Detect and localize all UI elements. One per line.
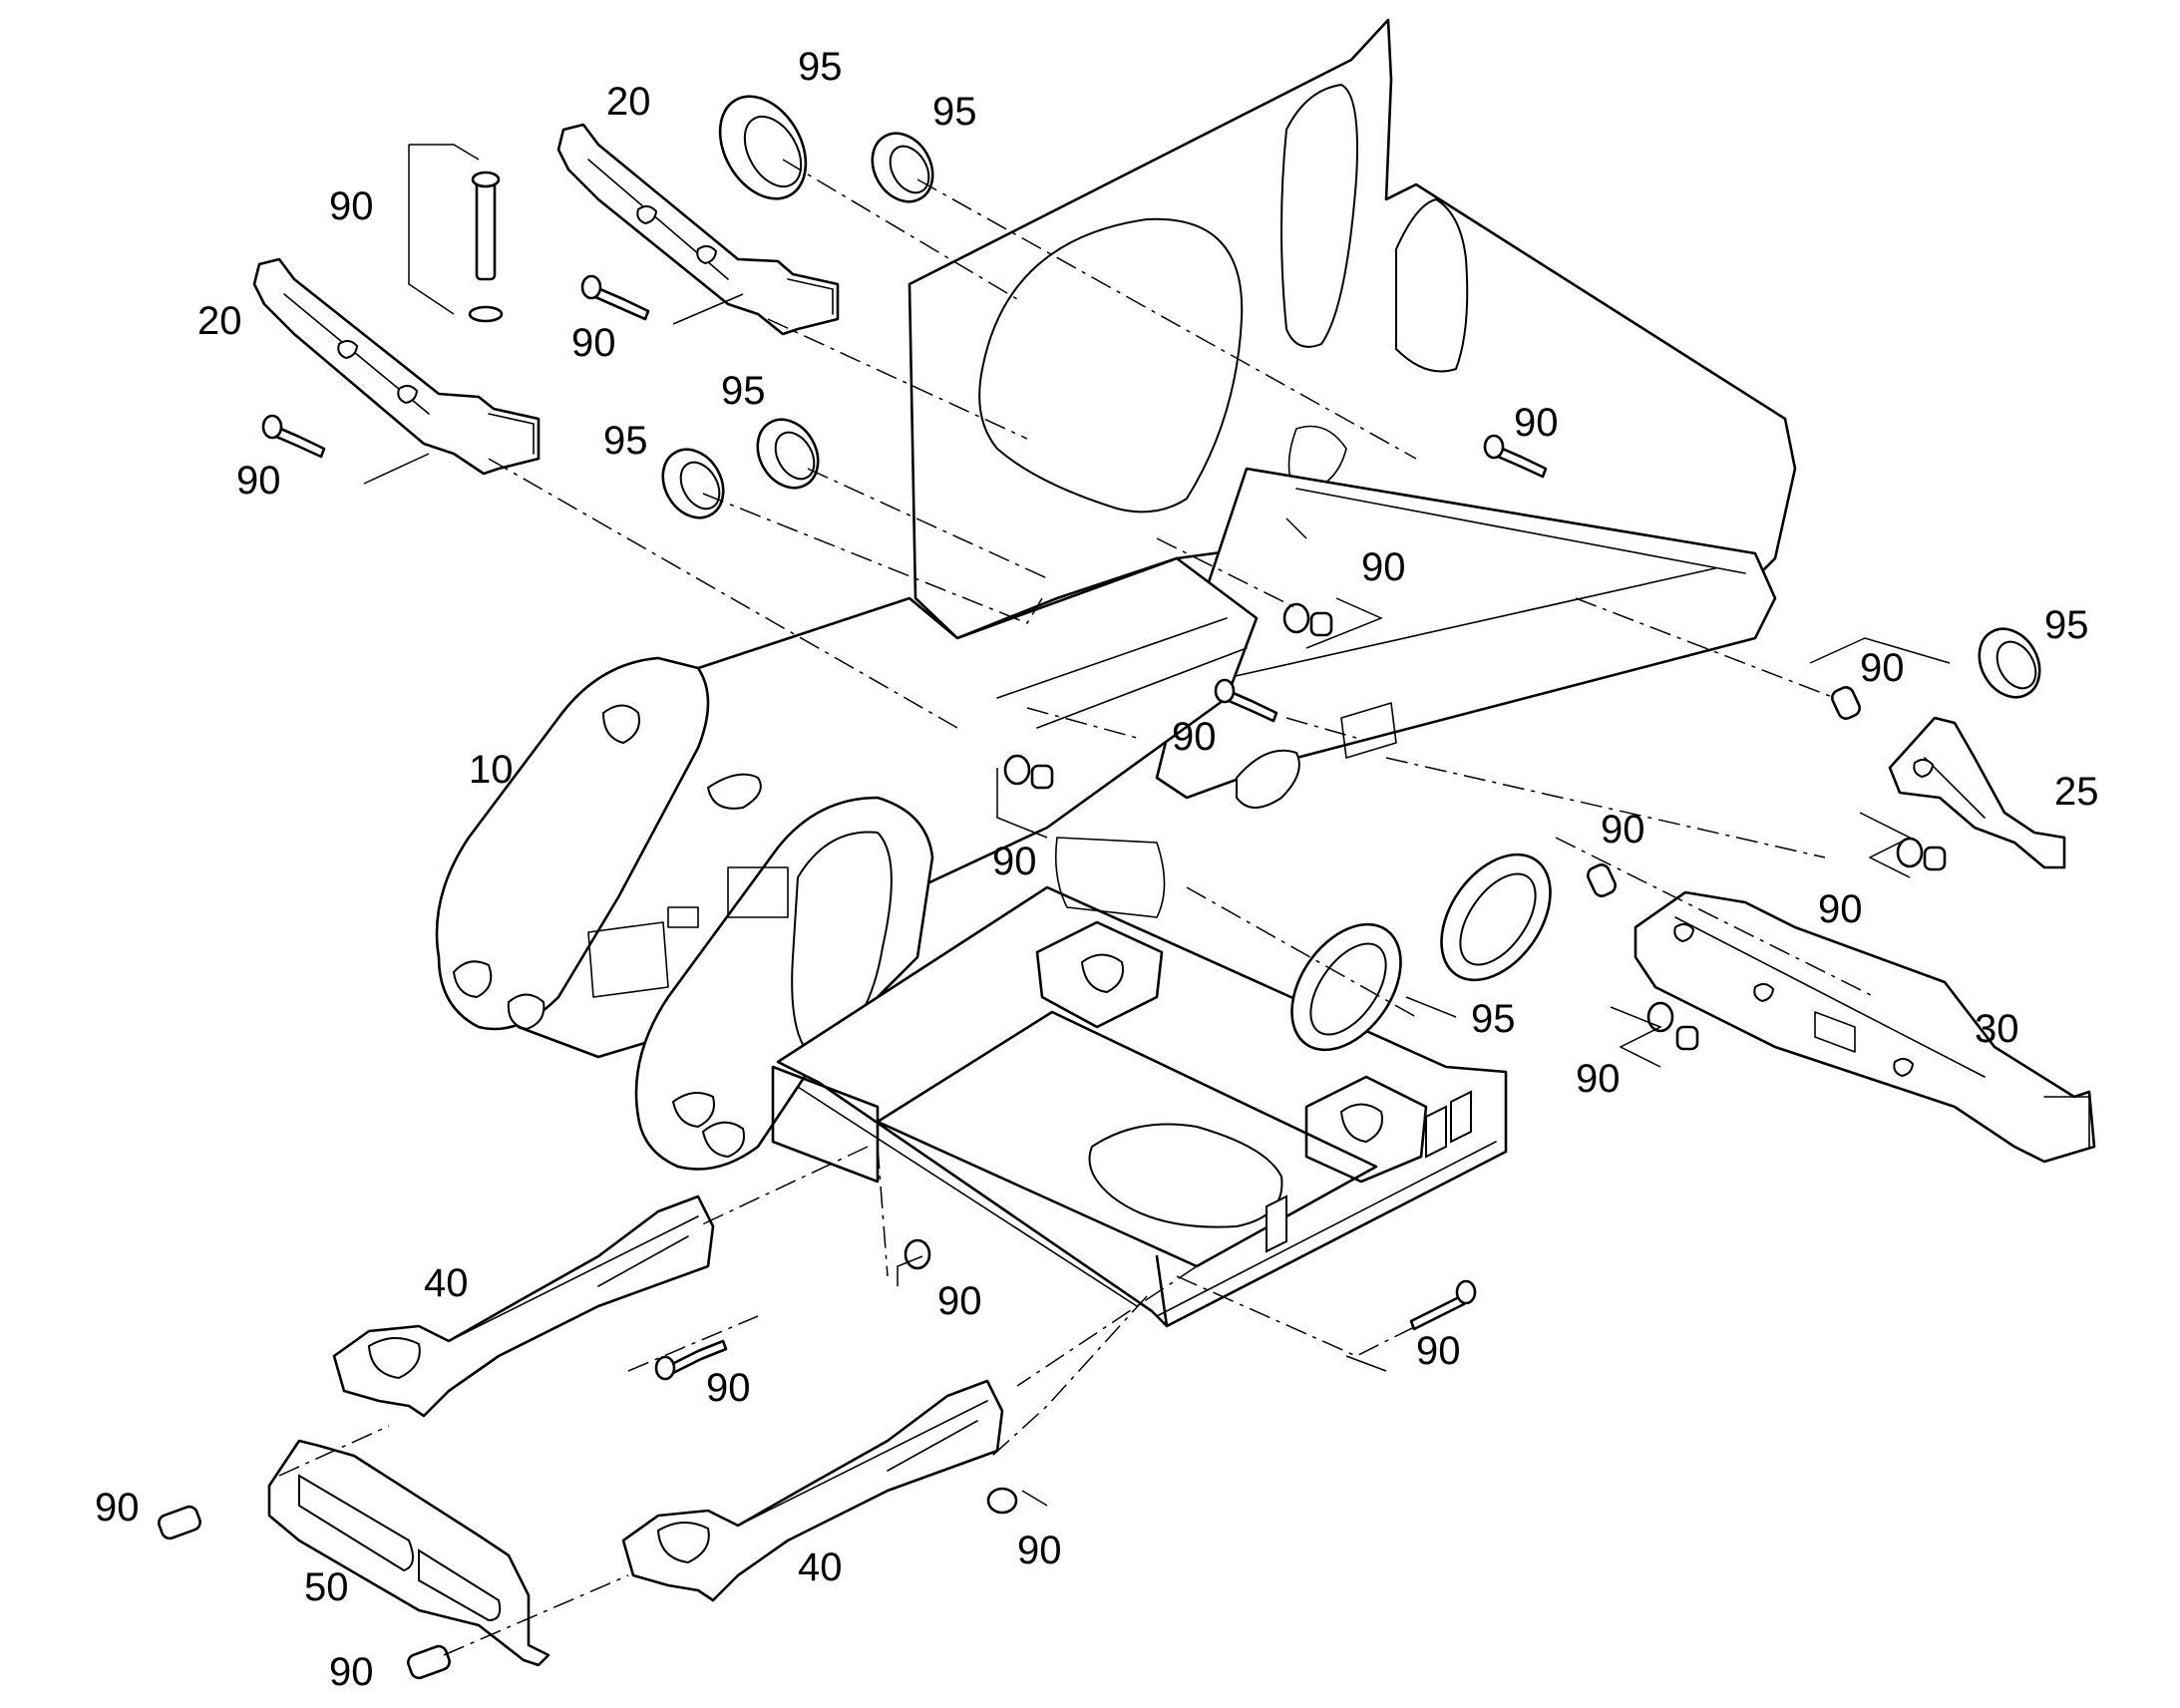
callout-90: 90 [571,321,616,365]
seal-rings [661,95,2041,1052]
callout-95: 95 [798,45,843,89]
bracket-25 [1888,716,2066,869]
vertical-bolt [468,171,504,323]
assembly-lines [278,159,1876,1656]
callout-90: 90 [1818,887,1863,931]
plate-50 [267,1439,550,1667]
callout-90: 90 [1172,715,1217,759]
lower-bracket-20 [252,257,541,476]
callout-50: 50 [304,1565,349,1609]
callout-95: 95 [2044,603,2089,647]
bolts [158,274,1947,1680]
callout-90: 90 [937,1279,982,1323]
upper-bracket-20 [556,123,840,336]
callout-95: 95 [721,369,766,413]
callout-90: 90 [329,1650,374,1694]
arm-40-lower [621,1379,1004,1602]
callout-90: 90 [1860,646,1905,690]
callout-90: 90 [1361,545,1406,589]
callout-90: 90 [95,1486,140,1530]
callout-40: 40 [798,1545,843,1589]
callout-10: 10 [469,748,514,792]
callout-90: 90 [1601,808,1645,852]
callout-90: 90 [1017,1529,1062,1572]
callout-25: 25 [2054,770,2099,814]
callout-40: 40 [424,1261,469,1305]
callout-90: 90 [329,184,374,228]
callout-90: 90 [1576,1057,1621,1101]
callout-brackets [363,144,1951,1507]
callout-90: 90 [992,840,1037,883]
main-frame [435,18,1797,1328]
arm-40-upper [332,1195,715,1418]
callout-labels: 95 95 20 90 20 90 90 95 95 90 90 95 90 1… [95,45,2099,1694]
callout-95: 95 [1471,997,1516,1041]
callout-90: 90 [236,459,281,503]
callout-30: 30 [1975,1007,2019,1051]
callout-95: 95 [603,419,648,463]
callout-90: 90 [1514,401,1559,445]
callout-20: 20 [197,299,242,343]
callout-90: 90 [706,1366,751,1410]
callout-95: 95 [932,90,977,134]
callout-20: 20 [606,80,651,124]
arm-30 [1634,890,2096,1164]
callout-90: 90 [1416,1329,1461,1373]
